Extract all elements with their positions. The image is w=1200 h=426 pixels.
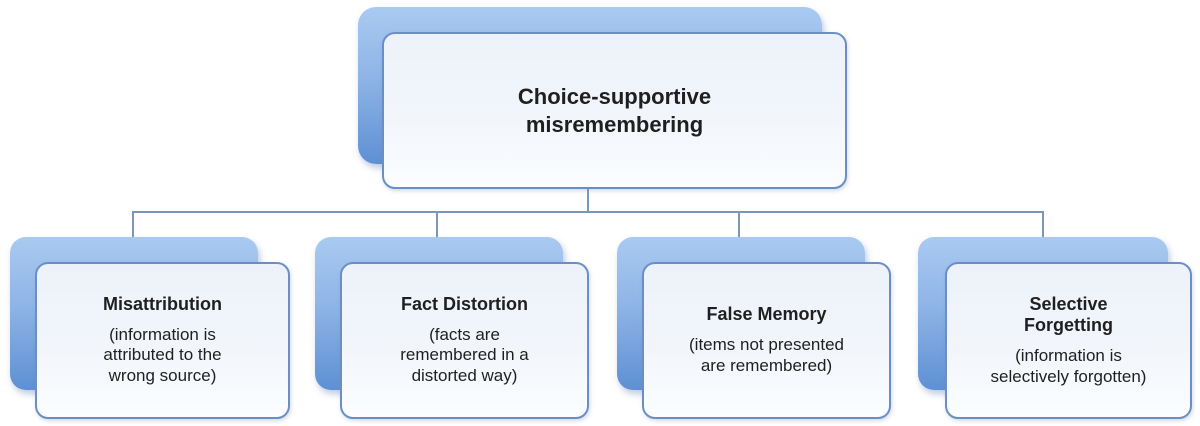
child-node-selective-forgetting: Selective Forgetting (information is sel… [945, 262, 1192, 419]
connector-drop-false-memory [738, 212, 740, 238]
root-node-box: Choice-supportive misremembering [382, 32, 847, 189]
connector-drop-fact-distortion [436, 212, 438, 238]
child-node-description: (items not presented are remembered) [689, 335, 844, 375]
connector-root-feeder [587, 189, 589, 212]
child-node-false-memory: False Memory (items not presented are re… [642, 262, 891, 419]
child-node-title: Fact Distortion [400, 294, 528, 315]
root-node-title: Choice-supportive misremembering [517, 84, 712, 137]
connector-rail [132, 211, 1044, 213]
child-node-description: (facts are remembered in a distorted way… [400, 324, 529, 386]
child-node-title: False Memory [706, 304, 827, 325]
child-node-description: (information is selectively forgotten) [990, 345, 1147, 386]
connector-drop-selective-forgetting [1042, 212, 1044, 238]
child-node-fact-distortion: Fact Distortion (facts are remembered in… [340, 262, 589, 419]
child-node-title: Misattribution [103, 294, 222, 315]
child-node-description: (information is attributed to the wrong … [103, 324, 222, 386]
connector-drop-misattribution [132, 212, 134, 238]
child-node-misattribution: Misattribution (information is attribute… [35, 262, 290, 419]
child-node-title: Selective Forgetting [1024, 293, 1113, 336]
